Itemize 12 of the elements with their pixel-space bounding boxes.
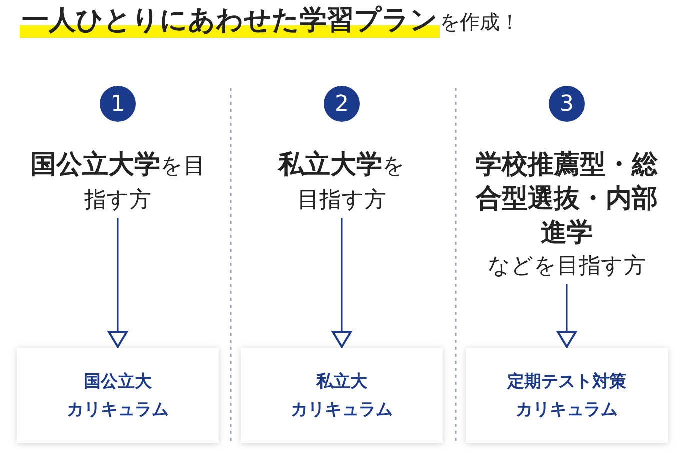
down-arrow: [557, 284, 577, 348]
curriculum-card: 国公立大カリキュラム: [17, 348, 219, 443]
number-badge: 2: [324, 86, 360, 122]
down-arrow: [108, 218, 128, 348]
target-text: 学校推薦型・総合型選抜・内部進学などを目指す方: [472, 148, 662, 284]
number-badge: 3: [549, 86, 585, 122]
curriculum-card: 私立大カリキュラム: [241, 348, 443, 443]
down-arrow: [332, 218, 352, 348]
number-badge: 1: [100, 86, 136, 122]
target-text: 国公立大学を目指す方: [28, 148, 208, 218]
target-text: 私立大学を目指す方: [272, 148, 412, 218]
curriculum-card: 定期テスト対策カリキュラム: [466, 348, 668, 443]
